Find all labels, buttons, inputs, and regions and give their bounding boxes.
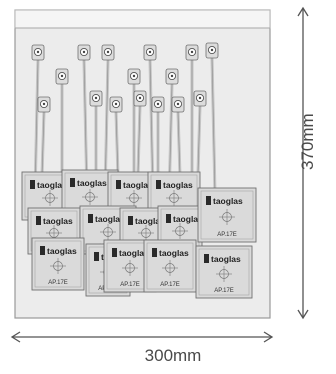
model-label: AP.17E — [160, 282, 180, 288]
antenna-plates: taoglasAP.17EtaoglasAP.17EtaoglasAP.17Et… — [21, 169, 257, 299]
height-dimension-label: 370mm — [298, 113, 317, 170]
width-dimension-label: 300mm — [144, 346, 202, 365]
brand-label: taoglas — [173, 214, 203, 224]
brand-label: taoglas — [211, 254, 241, 264]
brand-label: taoglas — [77, 178, 107, 188]
brand-label: taoglas — [213, 196, 243, 206]
model-label: AP.17E — [120, 282, 140, 288]
width-dimension-arrow — [10, 331, 274, 343]
model-label: AP.17E — [48, 280, 68, 286]
brand-label: taoglas — [159, 248, 189, 258]
brand-label: taoglas — [135, 216, 165, 226]
brand-label: taoglas — [123, 180, 153, 190]
brand-label: taoglas — [95, 214, 125, 224]
model-label: AP.17E — [217, 232, 237, 238]
brand-label: taoglas — [37, 180, 67, 190]
brand-label: taoglas — [43, 216, 73, 226]
brand-label: taoglas — [163, 180, 193, 190]
brand-label: taoglas — [47, 246, 77, 256]
brand-label: taoglas — [119, 248, 149, 258]
height-dimension-arrow — [297, 6, 309, 320]
model-label: AP.17E — [214, 288, 234, 294]
